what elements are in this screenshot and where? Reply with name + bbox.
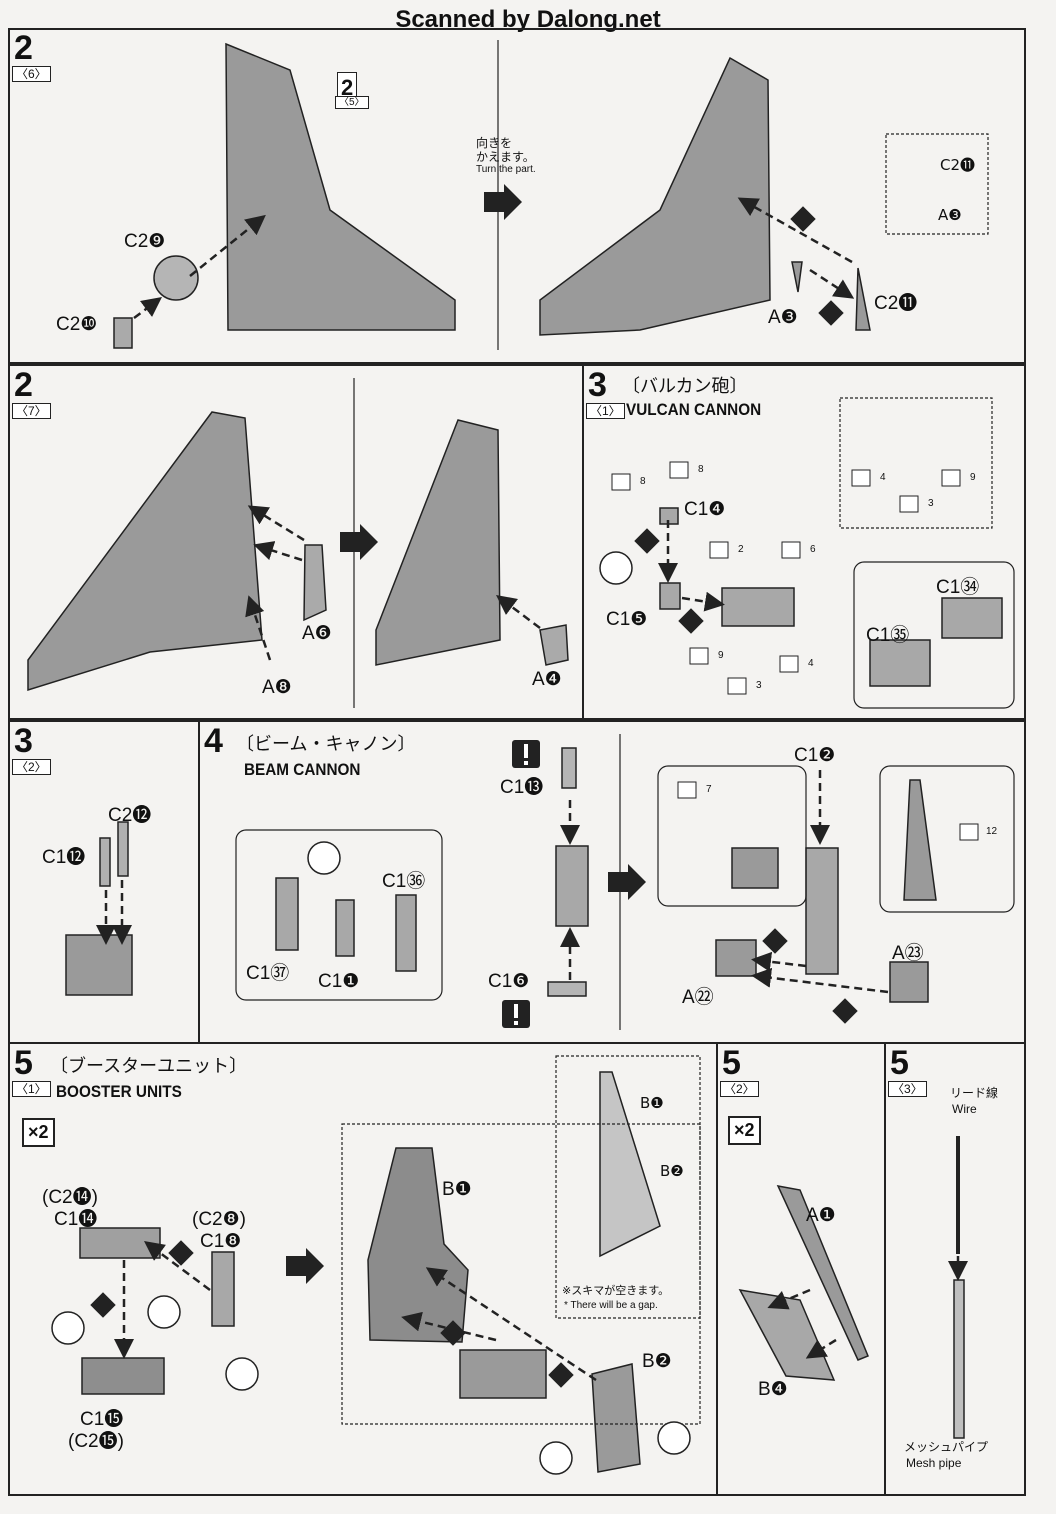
step-number: 3 <box>14 722 33 760</box>
part-label: C2⓫ <box>940 156 976 174</box>
quantity-badge: ×2 <box>728 1116 761 1145</box>
turn-text-jp: かえます。 <box>476 150 535 164</box>
mesh-label-en: Mesh pipe <box>906 1456 962 1470</box>
substep-label: 〈2〉 <box>12 759 51 775</box>
part-label: C1⓯ <box>80 1409 124 1430</box>
part-label: C2⓬ <box>108 805 152 826</box>
substep-label: 〈1〉 <box>586 403 625 419</box>
part-label: C2⓫ <box>874 293 918 314</box>
sticker-number: 3 <box>756 680 762 691</box>
part-label: C1㊱ <box>382 871 426 892</box>
section-title-jp: 〔バルカン砲〕 <box>622 376 748 397</box>
part-label: A❶ <box>806 1205 836 1226</box>
quantity-badge: ×2 <box>22 1118 55 1147</box>
part-label: C1⓬ <box>42 847 86 868</box>
section-title-jp: 〔ビーム・キャノン〕 <box>236 734 416 755</box>
sticker-number: 3 <box>928 498 934 509</box>
part-label: C1❹ <box>684 499 726 520</box>
part-label: B❷ <box>660 1162 684 1180</box>
part-label: C1㉞ <box>936 577 980 598</box>
step-number: 3 <box>588 366 607 404</box>
panel-2-6 <box>8 28 1026 364</box>
panel-3-1 <box>582 364 1026 720</box>
part-label: C1㊲ <box>246 963 290 984</box>
sticker-number: 4 <box>808 658 814 669</box>
part-label: A❹ <box>532 669 562 690</box>
sticker-number: 4 <box>880 472 886 483</box>
gap-note-jp: ※スキマが空きます。 <box>562 1284 670 1297</box>
part-label: B❶ <box>442 1179 472 1200</box>
turn-text-jp: 向きを <box>476 136 513 150</box>
sticker-number: 9 <box>718 650 724 661</box>
panel-5-3 <box>884 1042 1026 1496</box>
sticker-number: 8 <box>698 464 704 475</box>
section-title-en: VULCAN CANNON <box>626 400 762 419</box>
part-label: C1⓭ <box>500 777 544 798</box>
part-label: C1㉟ <box>866 625 910 646</box>
step-number: 5 <box>14 1044 33 1082</box>
part-label: C1❻ <box>488 971 530 992</box>
part-label: A❻ <box>302 623 332 644</box>
gap-note-en: * There will be a gap. <box>564 1300 658 1311</box>
sticker-number: 12 <box>986 826 998 837</box>
section-title-en: BOOSTER UNITS <box>56 1082 182 1101</box>
substep-label: 〈3〉 <box>888 1081 927 1097</box>
wire-label-en: Wire <box>952 1102 977 1116</box>
part-label: (C2⓮) <box>42 1187 98 1208</box>
sticker-number: 9 <box>970 472 976 483</box>
substep-label: 〈2〉 <box>720 1081 759 1097</box>
part-label: A❸ <box>938 206 962 224</box>
step-number: 5 <box>722 1044 741 1082</box>
part-label: B❶ <box>640 1094 664 1112</box>
sticker-number: 7 <box>706 784 712 795</box>
part-label: B❷ <box>642 1351 672 1372</box>
part-label: C1❷ <box>794 745 836 766</box>
part-label: A㉓ <box>892 943 924 964</box>
part-label: (C2❽) <box>192 1209 246 1230</box>
step-number: 5 <box>890 1044 909 1082</box>
step-number: 2 <box>14 366 33 404</box>
sticker-number: 6 <box>810 544 816 555</box>
part-label: C1⓮ <box>54 1209 98 1230</box>
substep-label: 〈7〉 <box>12 403 51 419</box>
substep-label: 〈1〉 <box>12 1081 51 1097</box>
section-title-en: BEAM CANNON <box>244 760 361 779</box>
part-label: C2❾ <box>124 231 166 252</box>
step-number: 4 <box>204 722 223 760</box>
mesh-label-jp: メッシュパイプ <box>904 1440 989 1454</box>
part-label: C1❽ <box>200 1231 242 1252</box>
section-title-jp: 〔ブースターユニット〕 <box>50 1056 248 1077</box>
sticker-number: 2 <box>738 544 744 555</box>
step-number: 2 <box>14 29 33 67</box>
part-label: A❽ <box>262 677 292 698</box>
part-label: A㉒ <box>682 987 714 1008</box>
turn-text-en: Turn the part. <box>476 164 536 175</box>
part-label: B❹ <box>758 1379 788 1400</box>
sticker-number: 8 <box>640 476 646 487</box>
wire-label-jp: リード線 <box>950 1086 999 1100</box>
part-label: (C2⓯) <box>68 1431 124 1452</box>
part-label: C1❺ <box>606 609 648 630</box>
substep-label: 〈6〉 <box>12 66 51 82</box>
part-label: C2❿ <box>56 314 98 335</box>
step-ref-sub: 〈5〉 <box>335 96 369 109</box>
part-label: A❸ <box>768 307 798 328</box>
part-label: C1❶ <box>318 971 360 992</box>
